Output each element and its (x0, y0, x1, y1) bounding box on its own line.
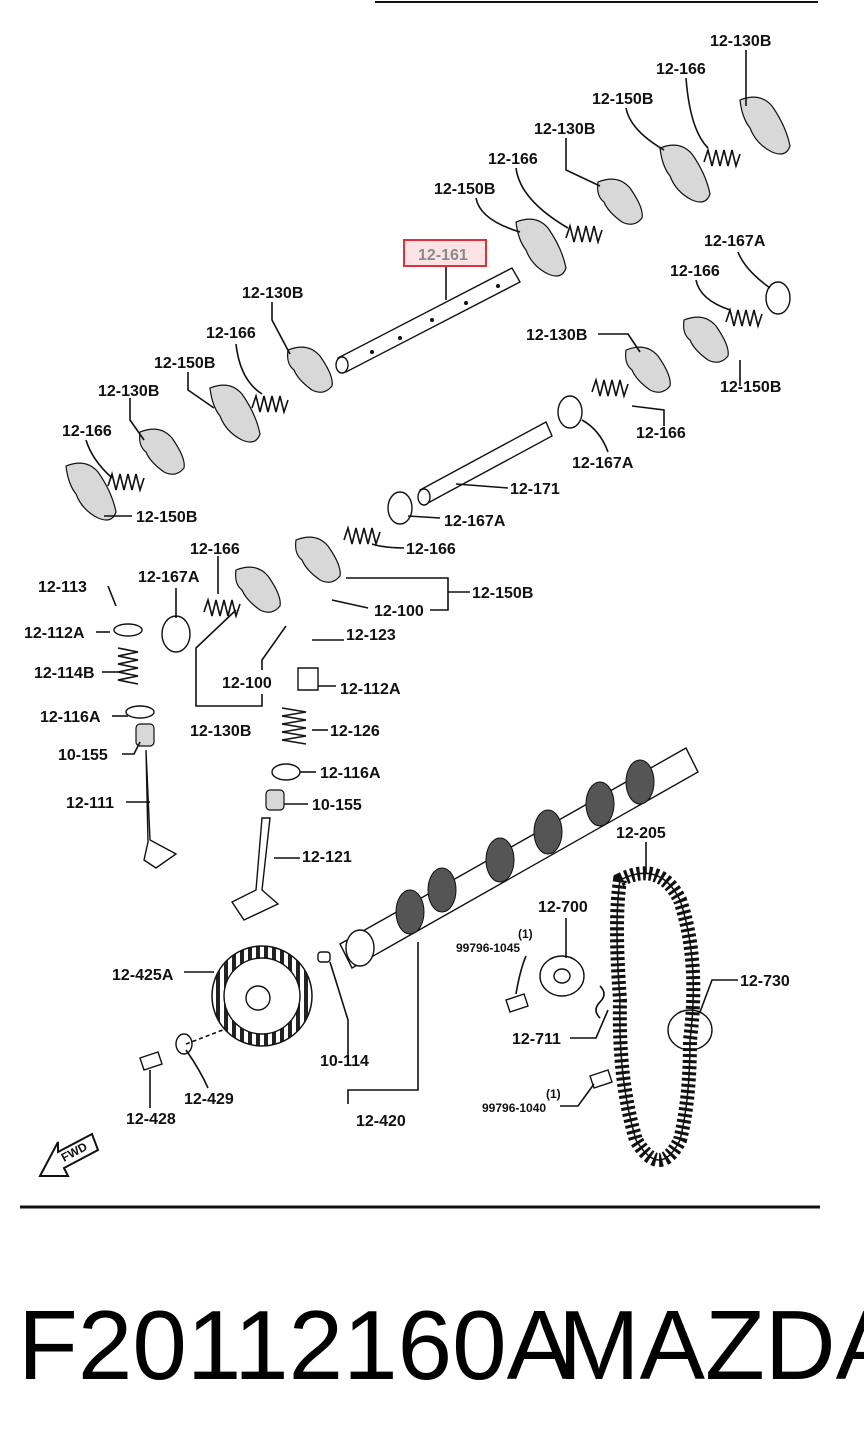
highlighted-part-label: 12-161 (418, 247, 468, 264)
fwd-arrow-icon (38, 1132, 100, 1177)
tensioner (505, 955, 713, 1089)
part-label: 12-730 (740, 973, 790, 990)
part-label: 12-166 (406, 541, 456, 558)
upper-rocker-arms (65, 96, 791, 521)
highlight-box (403, 239, 487, 267)
valve-train (113, 623, 319, 921)
part-label: 12-428 (126, 1111, 176, 1128)
part-label: 12-126 (330, 723, 380, 740)
part-label: (1) (546, 1087, 561, 1101)
part-label: 12-100 (222, 675, 272, 692)
part-label: 12-123 (346, 627, 396, 644)
part-label: 12-130B (98, 383, 159, 400)
leader-lines (85, 50, 771, 1108)
part-label: 12-171 (510, 481, 560, 498)
part-label: 12-116A (320, 765, 381, 782)
part-label: 12-150B (434, 181, 495, 198)
part-label: 12-150B (136, 509, 197, 526)
timing-belt (610, 866, 701, 1167)
part-label: 12-150B (592, 91, 653, 108)
part-label: 10-155 (58, 747, 108, 764)
camshaft (317, 747, 699, 969)
part-label: 12-166 (636, 425, 686, 442)
part-label: 12-150B (720, 379, 781, 396)
part-label: 12-113 (38, 579, 87, 596)
part-label: 12-167A (138, 569, 200, 586)
part-label: 99796-1045 (456, 941, 520, 955)
part-label: (1) (518, 927, 533, 941)
caption: F20112160A MAZDA (18, 1290, 864, 1410)
part-label: 12-130B (534, 121, 595, 138)
part-label: 12-150B (472, 585, 533, 602)
part-label: 12-420 (356, 1113, 406, 1130)
part-label: 12-166 (62, 423, 112, 440)
upper-rocker-shaft (335, 267, 521, 374)
part-label: 12-205 (616, 825, 666, 842)
part-label: 12-111 (66, 795, 114, 812)
part-label: 12-130B (526, 327, 587, 344)
part-label: 12-130B (242, 285, 303, 302)
part-label: 12-116A (40, 709, 101, 726)
part-label: 12-100 (374, 603, 424, 620)
middle-rocker-shaft (161, 281, 791, 653)
part-label: 12-166 (656, 61, 706, 78)
part-label: 12-166 (670, 263, 720, 280)
part-label: 12-167A (444, 513, 506, 530)
part-label: 12-166 (190, 541, 240, 558)
part-label: 12-167A (704, 233, 766, 250)
part-label: 12-166 (488, 151, 538, 168)
part-label: 12-114B (34, 665, 95, 682)
part-label: 99796-1040 (482, 1101, 546, 1115)
part-label: 12-130B (190, 723, 251, 740)
part-label: 12-711 (512, 1031, 561, 1048)
cam-pulley (139, 945, 313, 1071)
part-label: 12-166 (206, 325, 256, 342)
part-label: 12-130B (710, 33, 771, 50)
part-label: 12-150B (154, 355, 215, 372)
camshaft-exploded-diagram: 12-130B 12-166 12-150B 12-130B 12-166 12… (20, 1, 820, 1209)
part-number: F20112160A (18, 1290, 572, 1400)
part-label: 10-155 (312, 797, 362, 814)
brand-name: MAZDA (558, 1290, 864, 1400)
part-label: 12-429 (184, 1091, 234, 1108)
upper-springs (107, 147, 741, 493)
part-label: 10-114 (320, 1053, 369, 1070)
part-labels: 12-130B 12-166 12-150B 12-130B 12-166 12… (24, 33, 790, 1165)
part-label: 12-167A (572, 455, 634, 472)
part-label: 12-112A (24, 625, 85, 642)
part-label: 12-700 (538, 899, 588, 916)
part-label: 12-121 (302, 849, 352, 866)
part-label: 12-112A (340, 681, 401, 698)
part-label: 12-425A (112, 967, 174, 984)
